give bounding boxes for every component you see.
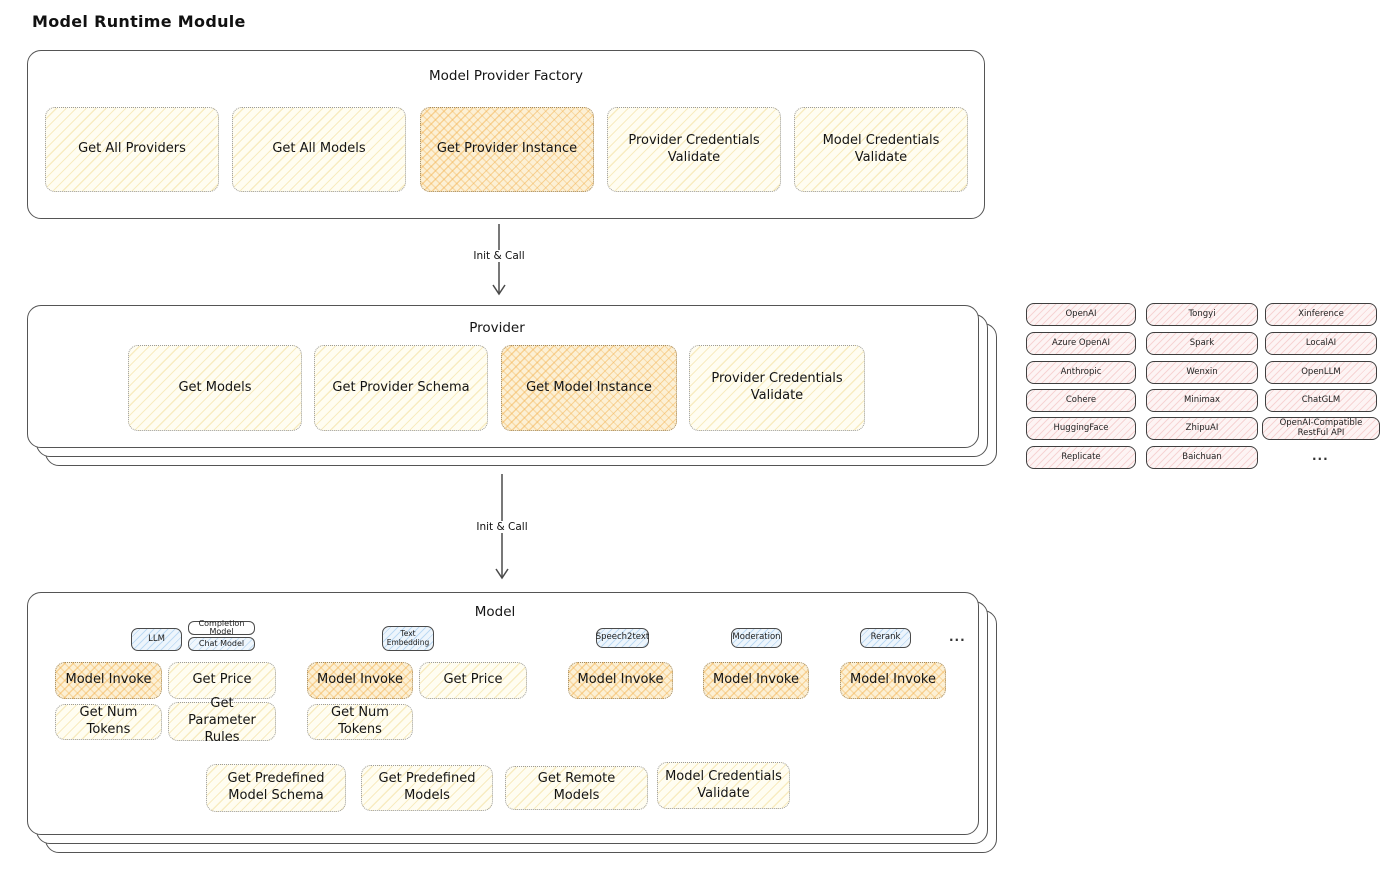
embedding-get-num-tokens: Get Num Tokens bbox=[307, 704, 413, 740]
vendor-chatglm: ChatGLM bbox=[1265, 389, 1377, 412]
tab-chat-model: Chat Model bbox=[188, 637, 255, 651]
vendor-openai: OpenAI bbox=[1026, 303, 1136, 326]
vendors-more-indicator: ... bbox=[1312, 449, 1329, 463]
page-title: Model Runtime Module bbox=[32, 12, 246, 31]
factory-item-provider-credentials-validate: Provider Credentials Validate bbox=[607, 107, 781, 192]
factory-item-get-provider-instance: Get Provider Instance bbox=[420, 107, 594, 192]
speech2text-model-invoke: Model Invoke bbox=[568, 662, 673, 699]
provider-item-get-models: Get Models bbox=[128, 345, 302, 431]
rerank-model-invoke: Model Invoke bbox=[840, 662, 946, 699]
tab-rerank: Rerank bbox=[860, 628, 911, 648]
vendor-cohere: Cohere bbox=[1026, 389, 1136, 412]
tab-completion-model: Completion Model bbox=[188, 620, 255, 636]
tab-moderation: Moderation bbox=[731, 628, 782, 648]
vendor-spark: Spark bbox=[1146, 332, 1258, 355]
vendor-openai-compatible-restful-api: OpenAI-Compatible RestFul API bbox=[1262, 417, 1380, 440]
embedding-get-price: Get Price bbox=[419, 662, 527, 699]
vendor-tongyi: Tongyi bbox=[1146, 303, 1258, 326]
vendor-xinference: Xinference bbox=[1265, 303, 1377, 326]
llm-get-price: Get Price bbox=[168, 662, 276, 699]
provider-item-provider-credentials-validate: Provider Credentials Validate bbox=[689, 345, 865, 431]
vendor-replicate: Replicate bbox=[1026, 446, 1136, 469]
llm-model-invoke: Model Invoke bbox=[55, 662, 162, 699]
common-get-remote-models: Get Remote Models bbox=[505, 766, 648, 810]
vendor-huggingface: HuggingFace bbox=[1026, 417, 1136, 440]
provider-item-get-model-instance: Get Model Instance bbox=[501, 345, 677, 431]
tab-text-embedding: Text Embedding bbox=[382, 626, 434, 651]
vendor-zhipuai: ZhipuAI bbox=[1146, 417, 1258, 440]
vendor-openllm: OpenLLM bbox=[1265, 361, 1377, 384]
embedding-model-invoke: Model Invoke bbox=[307, 662, 413, 699]
vendor-wenxin: Wenxin bbox=[1146, 361, 1258, 384]
tabs-more-indicator: ... bbox=[949, 630, 966, 644]
llm-get-num-tokens: Get Num Tokens bbox=[55, 704, 162, 740]
provider-item-get-provider-schema: Get Provider Schema bbox=[314, 345, 488, 431]
llm-get-parameter-rules: Get Parameter Rules bbox=[168, 696, 276, 745]
vendor-minimax: Minimax bbox=[1146, 389, 1258, 412]
common-get-predefined-model-schema: Get Predefined Model Schema bbox=[206, 764, 346, 812]
tab-llm: LLM bbox=[131, 628, 182, 651]
model-title: Model bbox=[474, 604, 516, 620]
common-model-credentials-validate: Model Credentials Validate bbox=[657, 762, 790, 809]
common-get-predefined-models: Get Predefined Models bbox=[361, 765, 493, 811]
factory-item-model-credentials-validate: Model Credentials Validate bbox=[794, 107, 968, 192]
vendor-azure-openai: Azure OpenAI bbox=[1026, 332, 1136, 355]
moderation-model-invoke: Model Invoke bbox=[703, 662, 809, 699]
vendor-localai: LocalAI bbox=[1265, 332, 1377, 355]
vendor-anthropic: Anthropic bbox=[1026, 361, 1136, 384]
init-call-label-1: Init & Call bbox=[468, 250, 530, 262]
init-call-label-2: Init & Call bbox=[471, 521, 533, 533]
factory-item-get-all-providers: Get All Providers bbox=[45, 107, 219, 192]
factory-title: Model Provider Factory bbox=[428, 68, 584, 84]
factory-item-get-all-models: Get All Models bbox=[232, 107, 406, 192]
provider-title: Provider bbox=[469, 320, 525, 336]
tab-speech2text: Speech2text bbox=[596, 628, 649, 648]
vendor-baichuan: Baichuan bbox=[1146, 446, 1258, 469]
